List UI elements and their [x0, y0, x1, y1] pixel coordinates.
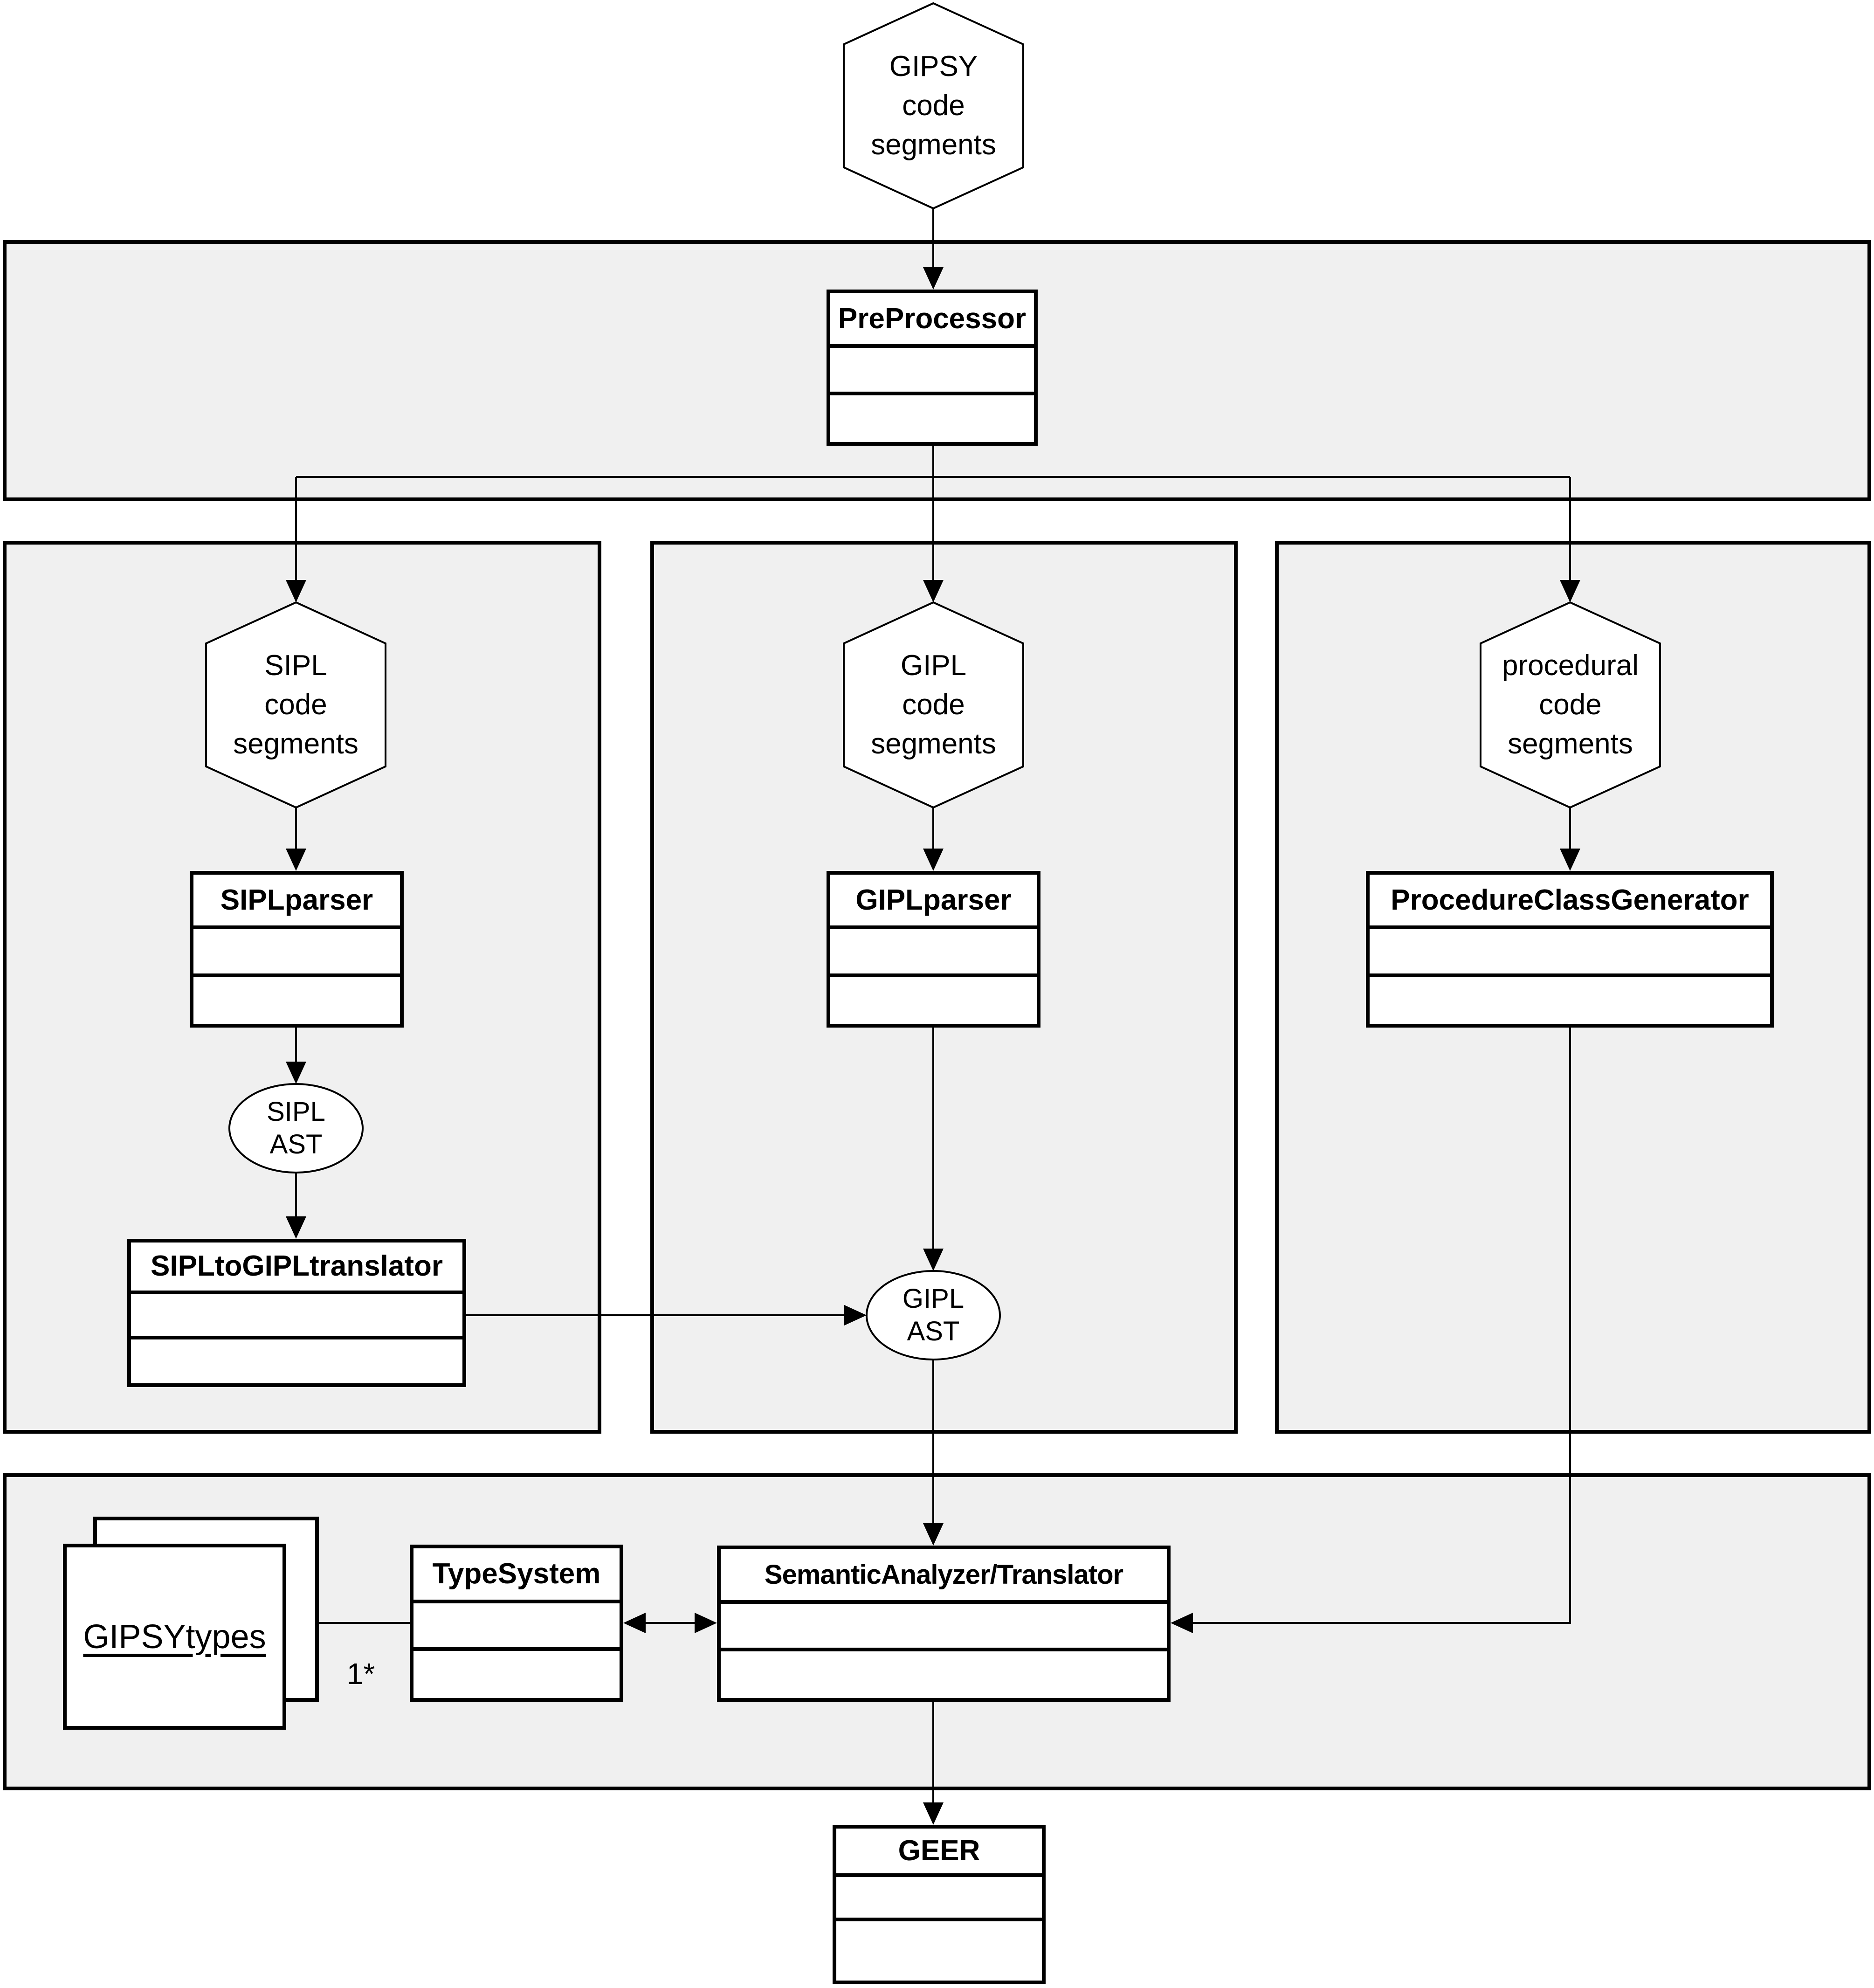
gipsy-types-front-rect: GIPSYtypes [63, 1544, 286, 1730]
class-title: SIPLtoGIPLtranslator [131, 1242, 462, 1294]
class-semantic-analyzer-translator: SemanticAnalyzer/Translator [717, 1546, 1171, 1702]
attributes-compartment [131, 1294, 462, 1339]
class-geer: GEER [833, 1825, 1046, 1984]
attributes-compartment [721, 1604, 1167, 1652]
class-title: GEER [836, 1829, 1042, 1878]
multiplicity-label: 1* [346, 1657, 375, 1691]
class-procedure-class-generator: ProcedureClassGenerator [1366, 871, 1774, 1028]
operations-compartment [131, 1339, 462, 1383]
attributes-compartment [413, 1603, 620, 1651]
operations-compartment [193, 977, 400, 1024]
attributes-compartment [836, 1877, 1042, 1921]
operations-compartment [830, 977, 1037, 1024]
class-sipl-to-gipl-translator: SIPLtoGIPLtranslator [127, 1239, 466, 1387]
class-title: TypeSystem [413, 1548, 620, 1603]
ellipse-sipl-ast-label: SIPL AST [267, 1097, 325, 1160]
hexagon-sipl-label: SIPL code segments [233, 649, 358, 760]
class-title: GIPLparser [830, 875, 1037, 930]
operations-compartment [413, 1651, 620, 1698]
gipsy-types-label: GIPSYtypes [83, 1618, 266, 1656]
class-gipl-parser: GIPLparser [827, 871, 1040, 1028]
hexagon-procedural-label: procedural code segments [1502, 649, 1639, 760]
class-type-system: TypeSystem [410, 1545, 623, 1702]
class-preprocessor: PreProcessor [827, 290, 1038, 446]
class-title: ProcedureClassGenerator [1370, 875, 1770, 930]
operations-compartment [830, 395, 1034, 442]
attributes-compartment [193, 929, 400, 977]
class-title: SemanticAnalyzer/Translator [721, 1549, 1167, 1604]
operations-compartment [836, 1921, 1042, 1981]
class-sipl-parser: SIPLparser [190, 871, 404, 1028]
ellipse-gipl-ast-label: GIPL AST [902, 1284, 965, 1346]
class-title: SIPLparser [193, 875, 400, 930]
attributes-compartment [1370, 929, 1770, 977]
operations-compartment [721, 1651, 1167, 1698]
attributes-compartment [830, 348, 1034, 396]
hexagon-gipsy-label: GIPSY code segments [871, 50, 996, 161]
attributes-compartment [830, 929, 1037, 977]
class-title: PreProcessor [830, 293, 1034, 348]
operations-compartment [1370, 977, 1770, 1024]
hexagon-gipl-label: GIPL code segments [871, 649, 996, 760]
